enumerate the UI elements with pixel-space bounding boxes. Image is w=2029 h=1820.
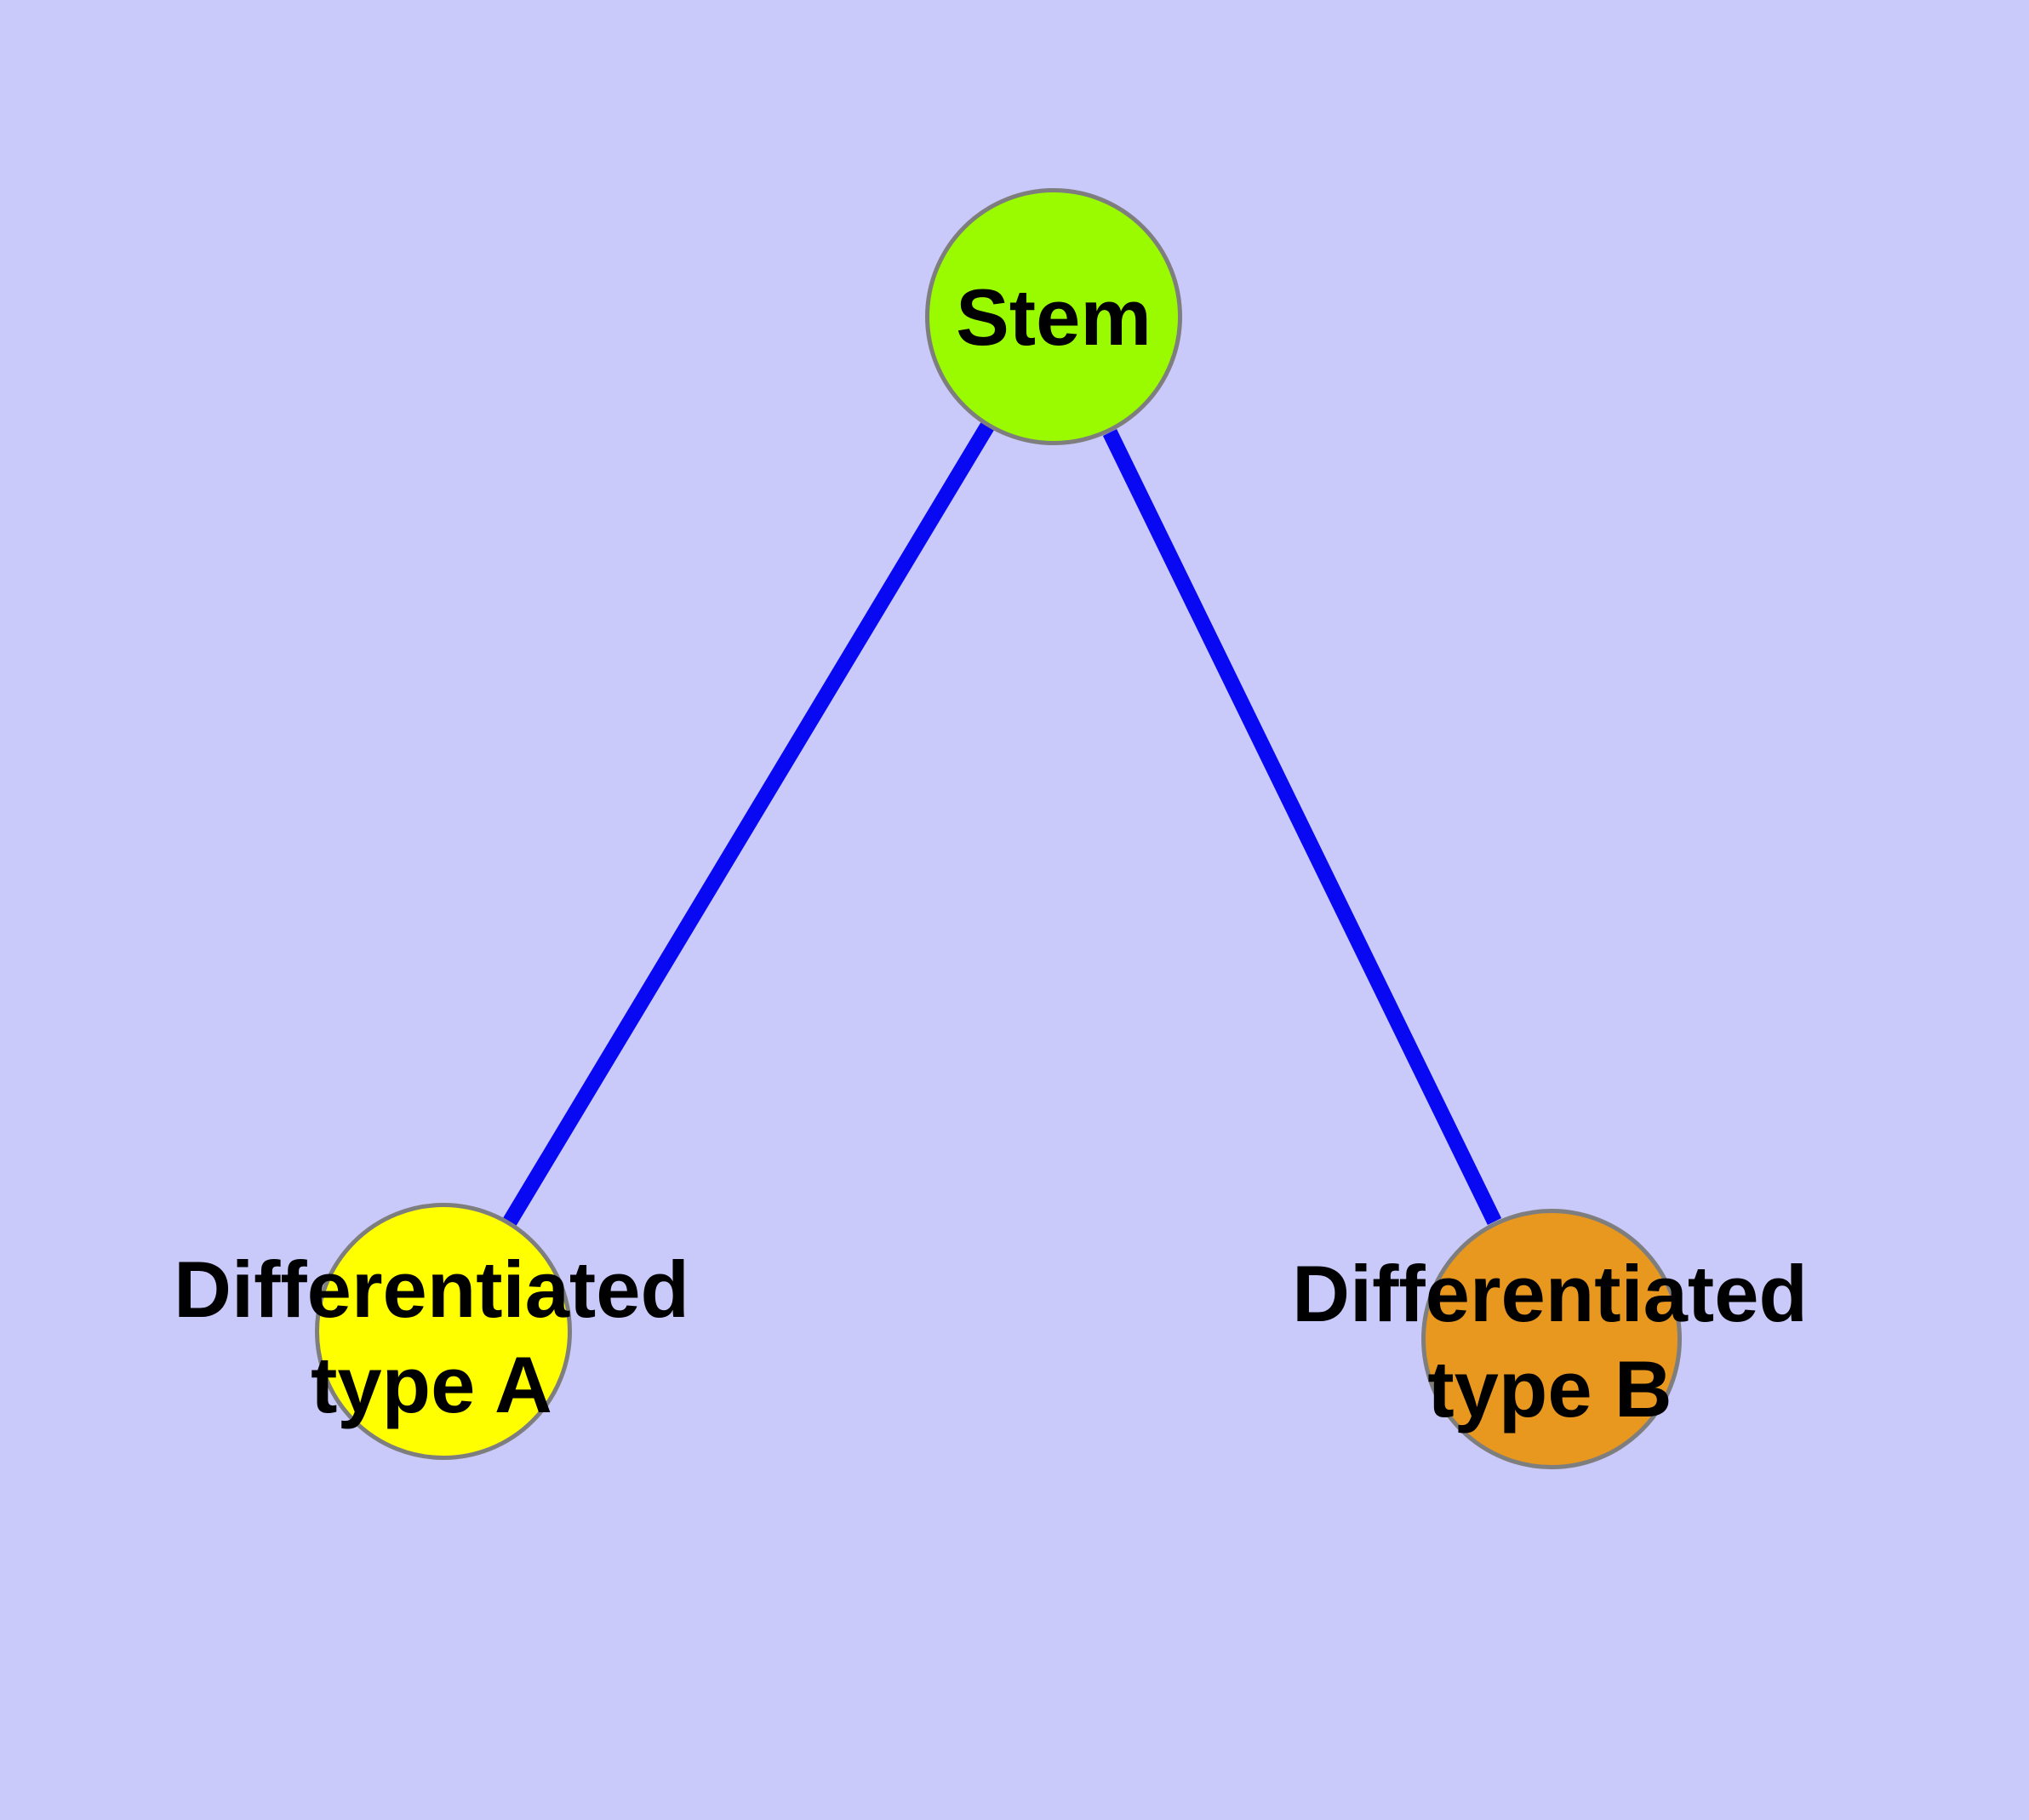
node-type-a-label: Differentiated type A	[174, 1242, 689, 1433]
node-stem	[925, 188, 1182, 445]
node-stem-label: Stem	[956, 270, 1152, 365]
node-stem-label-line: Stem	[956, 272, 1152, 362]
node-type-b	[1421, 1209, 1682, 1469]
node-type-b-label: Differentiated type B	[1292, 1246, 1808, 1437]
node-type-b-label-line1: Differentiated	[1292, 1249, 1808, 1338]
edge-stem-to-type-a	[503, 422, 994, 1226]
node-type-a-label-line1: Differentiated	[174, 1245, 689, 1334]
node-type-a-label-line2: type A	[311, 1340, 552, 1429]
edge-stem-to-type-b	[1102, 429, 1502, 1225]
node-type-a	[315, 1203, 572, 1460]
node-type-b-label-line2: type B	[1427, 1344, 1672, 1434]
